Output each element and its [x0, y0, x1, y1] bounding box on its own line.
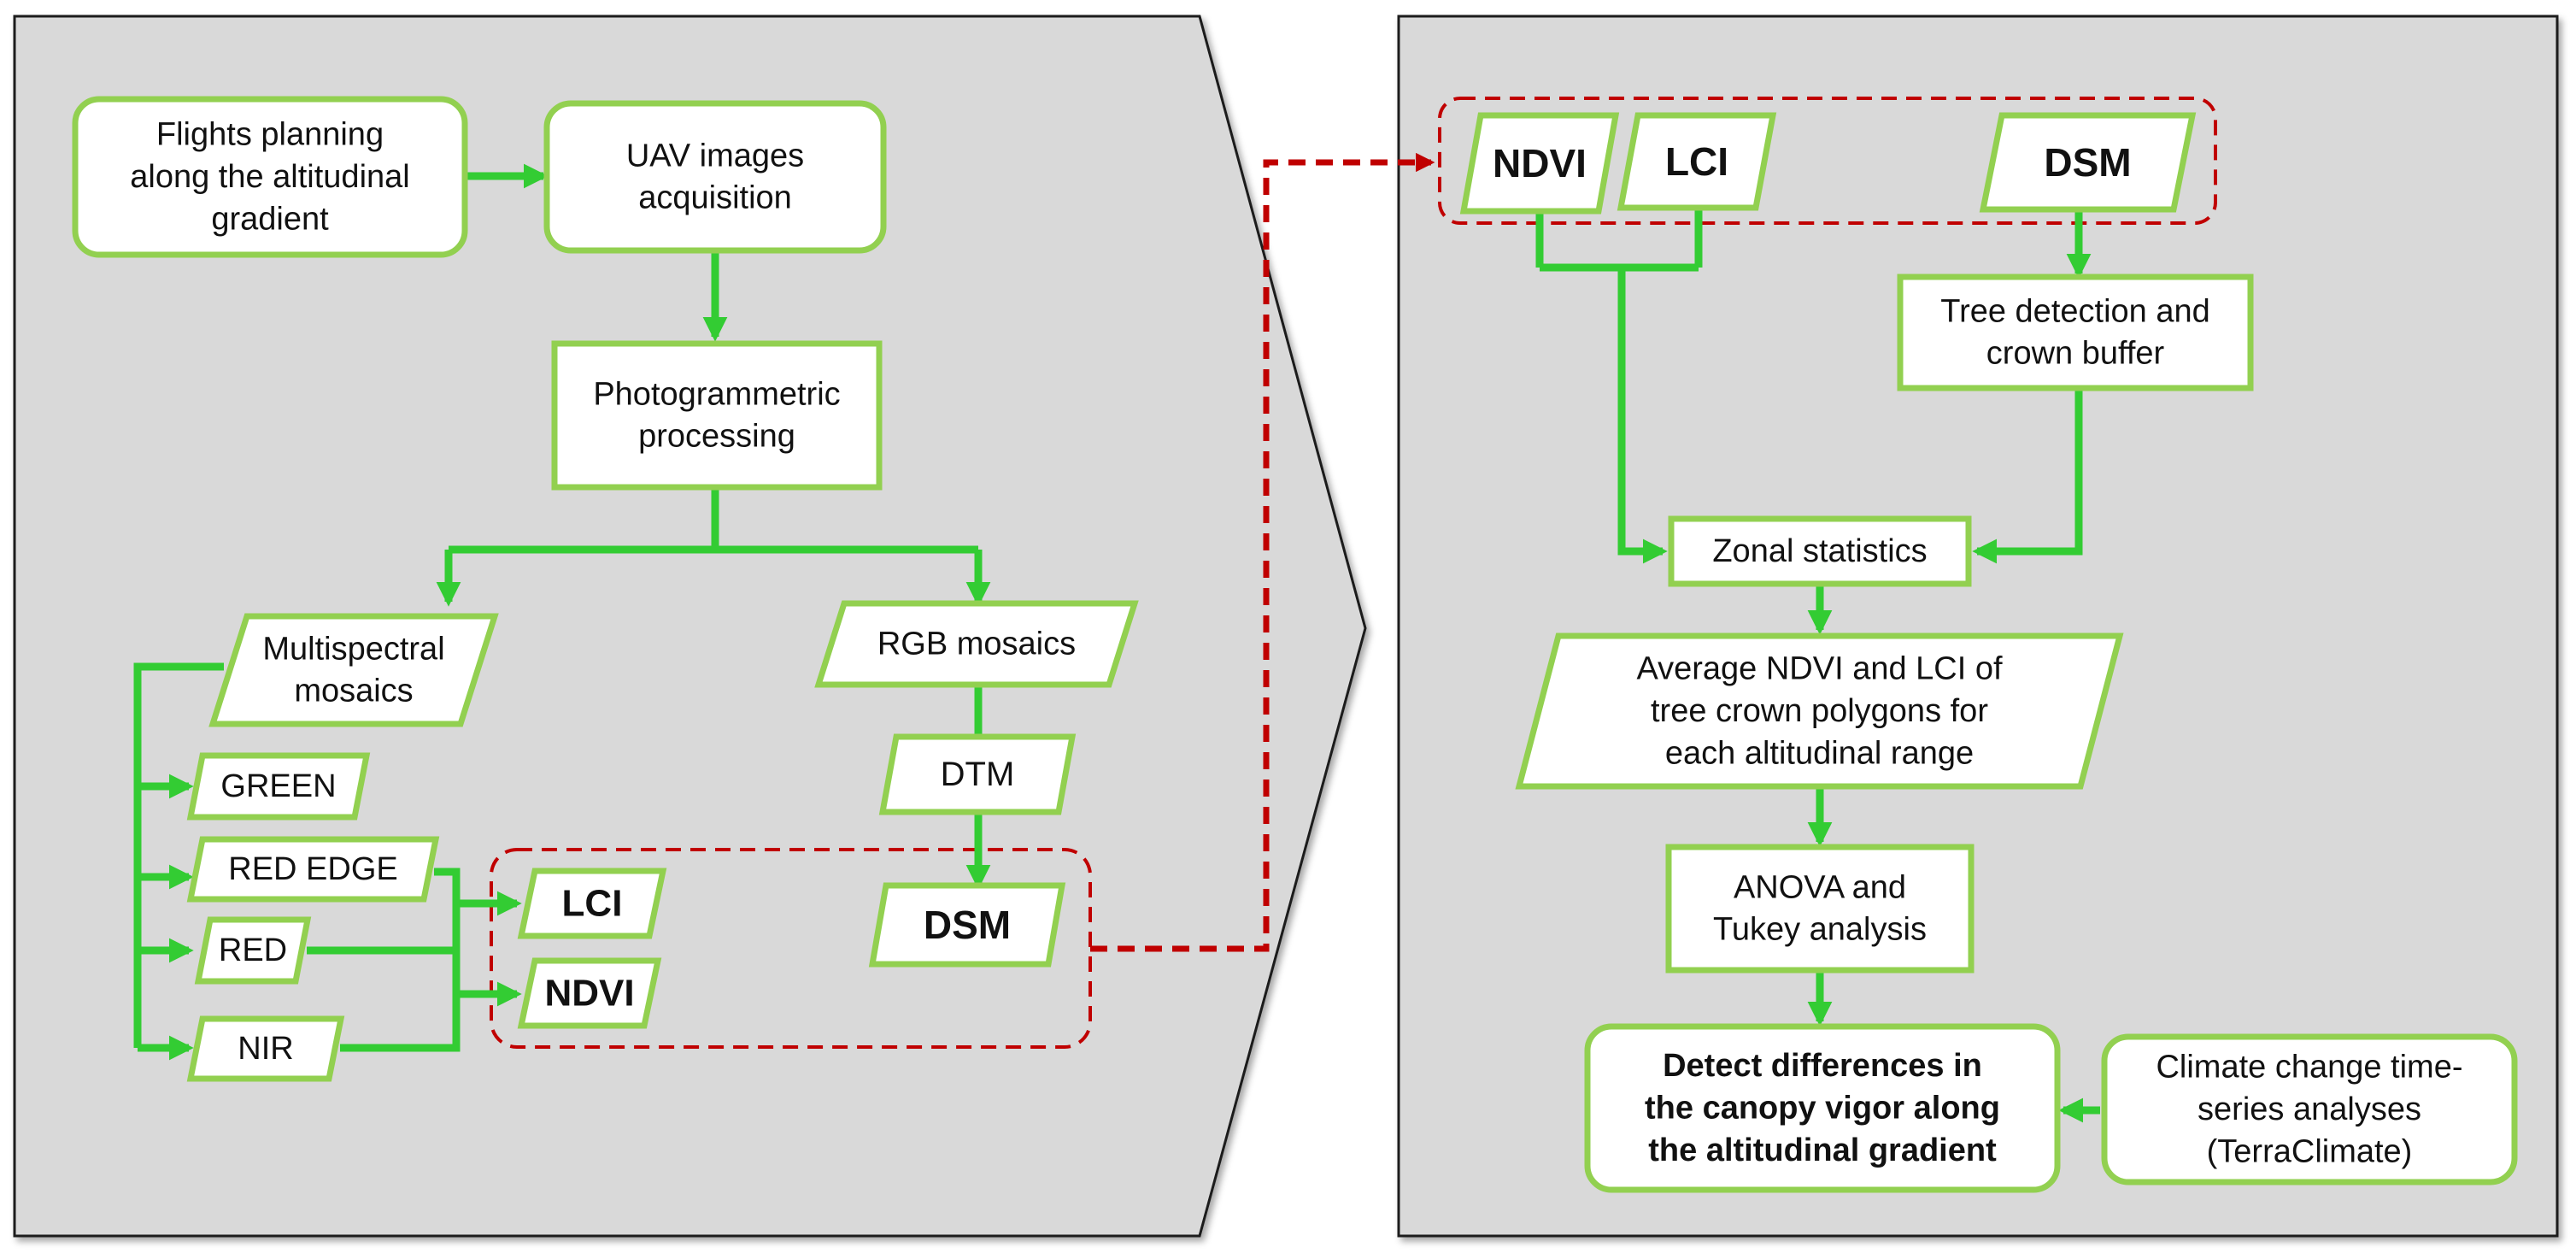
node-dsm-left-shape: [868, 882, 1066, 968]
node-lci-left: LCI: [517, 868, 667, 939]
node-multispectral-mosaics: Multispectral mosaics: [208, 613, 499, 727]
node-average-ndvi-lci-shape: [1515, 632, 2124, 790]
node-red-label-line-1: RED: [219, 932, 287, 968]
node-dtm: DTM: [878, 733, 1077, 815]
node-tree-detection-shape: [1897, 274, 2254, 391]
node-dtm-label-line-1: DTM: [941, 756, 1015, 793]
node-dsm-right: DSM: [1979, 112, 2197, 213]
node-nir-label-line-1: NIR: [238, 1031, 293, 1067]
node-red: RED: [194, 916, 312, 985]
node-flights-planning: Flights planning along the altitudinal gra…: [72, 96, 468, 258]
node-tree-detection-label-line-1: Tree detection and: [1940, 293, 2209, 329]
node-zonal-statistics: Zonal statistics: [1668, 515, 1972, 587]
node-uav-acquisition-label-line-1: UAV images: [626, 138, 804, 174]
node-climate-change-shape: [2101, 1033, 2518, 1185]
node-dsm-left-label-line-1: DSM: [924, 903, 1011, 947]
node-flights-planning-label-line-1: Flights planning: [156, 117, 384, 153]
node-green: GREEN: [186, 752, 371, 821]
connector-to-zonal-left: [1617, 268, 1668, 564]
node-multispectral-mosaics-label-line-1: Multispectral: [262, 631, 444, 667]
node-nir: NIR: [186, 1015, 345, 1082]
node-zonal-statistics-label-line-1: Zonal statistics: [1712, 533, 1927, 569]
node-anova-tukey-label-line-2: Tukey analysis: [1713, 912, 1927, 948]
node-uav-acquisition-shape: [543, 100, 887, 254]
node-detect-differences: Detect differences in the canopy vigor al…: [1584, 1023, 2061, 1193]
node-lci-left-shape: [517, 868, 667, 939]
connector-nir-out: [340, 994, 461, 1052]
node-tree-detection: Tree detection and crown buffer: [1897, 274, 2254, 391]
node-tree-detection-label-line-2: crown buffer: [1986, 336, 2165, 372]
node-red-edge: RED EDGE: [186, 836, 440, 903]
node-green-shape: [186, 752, 371, 821]
node-anova-tukey-label-line-1: ANOVA and: [1734, 869, 1906, 905]
node-flights-planning-shape: [72, 96, 468, 258]
node-red-edge-shape: [186, 836, 440, 903]
node-photogrammetric-label-line-1: Photogrammetric: [593, 376, 840, 412]
node-anova-tukey-shape: [1665, 844, 1975, 974]
node-red-shape: [194, 916, 312, 985]
node-rgb-mosaics: RGB mosaics: [814, 600, 1139, 688]
node-lci-left-label-line-1: LCI: [562, 883, 623, 925]
node-lci-right: LCI: [1617, 112, 1777, 211]
node-photogrammetric-label-line-2: processing: [638, 419, 795, 455]
node-detect-differences-shape: [1584, 1023, 2061, 1193]
node-ndvi-left-shape: [517, 957, 662, 1029]
node-multispectral-mosaics-shape: [208, 613, 499, 727]
node-photogrammetric-shape: [551, 340, 883, 491]
node-uav-acquisition-label-line-2: acquisition: [638, 180, 792, 216]
node-lci-right-shape: [1617, 112, 1777, 211]
node-nir-shape: [186, 1015, 345, 1082]
connector-multispectral-trunk: [133, 662, 224, 1048]
node-detect-differences-label-line-1: Detect differences in: [1663, 1048, 1982, 1084]
node-climate-change-label-line-2: series analyses: [2198, 1091, 2421, 1127]
node-red-edge-label-line-1: RED EDGE: [228, 851, 397, 887]
node-climate-change-label-line-1: Climate change time-: [2156, 1050, 2462, 1085]
node-ndvi-left: NDVI: [517, 957, 662, 1029]
node-average-ndvi-lci: Average NDVI and LCI of tree crown polygo…: [1515, 632, 2124, 790]
node-ndvi-left-label-line-1: NDVI: [544, 973, 634, 1015]
node-ndvi-right: NDVI: [1459, 112, 1620, 215]
node-climate-change-label-line-3: (TerraClimate): [2207, 1133, 2413, 1169]
node-ndvi-right-label-line-1: NDVI: [1493, 141, 1587, 185]
node-flights-planning-label-line-3: gradient: [211, 201, 329, 237]
node-zonal-statistics-shape: [1668, 515, 1972, 587]
node-green-label-line-1: GREEN: [220, 768, 336, 804]
node-detect-differences-label-line-3: the altitudinal gradient: [1648, 1133, 1997, 1168]
node-dtm-shape: [878, 733, 1077, 815]
left-output-group-dashed-box: [490, 848, 1092, 1049]
node-rgb-mosaics-label-line-1: RGB mosaics: [877, 627, 1076, 662]
node-ndvi-right-shape: [1459, 112, 1620, 215]
node-average-ndvi-lci-label-line-2: tree crown polygons for: [1651, 693, 1988, 729]
node-rgb-mosaics-shape: [814, 600, 1139, 688]
node-average-ndvi-lci-label-line-1: Average NDVI and LCI of: [1636, 651, 2003, 687]
node-photogrammetric: Photogrammetric processing: [551, 340, 883, 491]
node-average-ndvi-lci-label-line-3: each altitudinal range: [1665, 735, 1974, 771]
node-dsm-left: DSM: [868, 882, 1066, 968]
node-detect-differences-label-line-2: the canopy vigor along: [1645, 1091, 2000, 1127]
node-lci-right-label-line-1: LCI: [1665, 139, 1728, 184]
node-dsm-right-shape: [1979, 112, 2197, 213]
node-dsm-right-label-line-1: DSM: [2044, 140, 2131, 185]
transfer-dashed-arrow: [1090, 152, 1435, 952]
connectors: [133, 163, 2100, 1123]
node-uav-acquisition: UAV images acquisition: [543, 100, 887, 254]
connector-tree-to-zonal: [1972, 391, 2083, 564]
node-multispectral-mosaics-label-line-2: mosaics: [294, 674, 413, 709]
node-climate-change: Climate change time-series analyses (Terr…: [2101, 1033, 2518, 1185]
node-flights-planning-label-line-2: along the altitudinal: [130, 159, 409, 195]
right-input-group-dashed-box: [1438, 97, 2217, 225]
